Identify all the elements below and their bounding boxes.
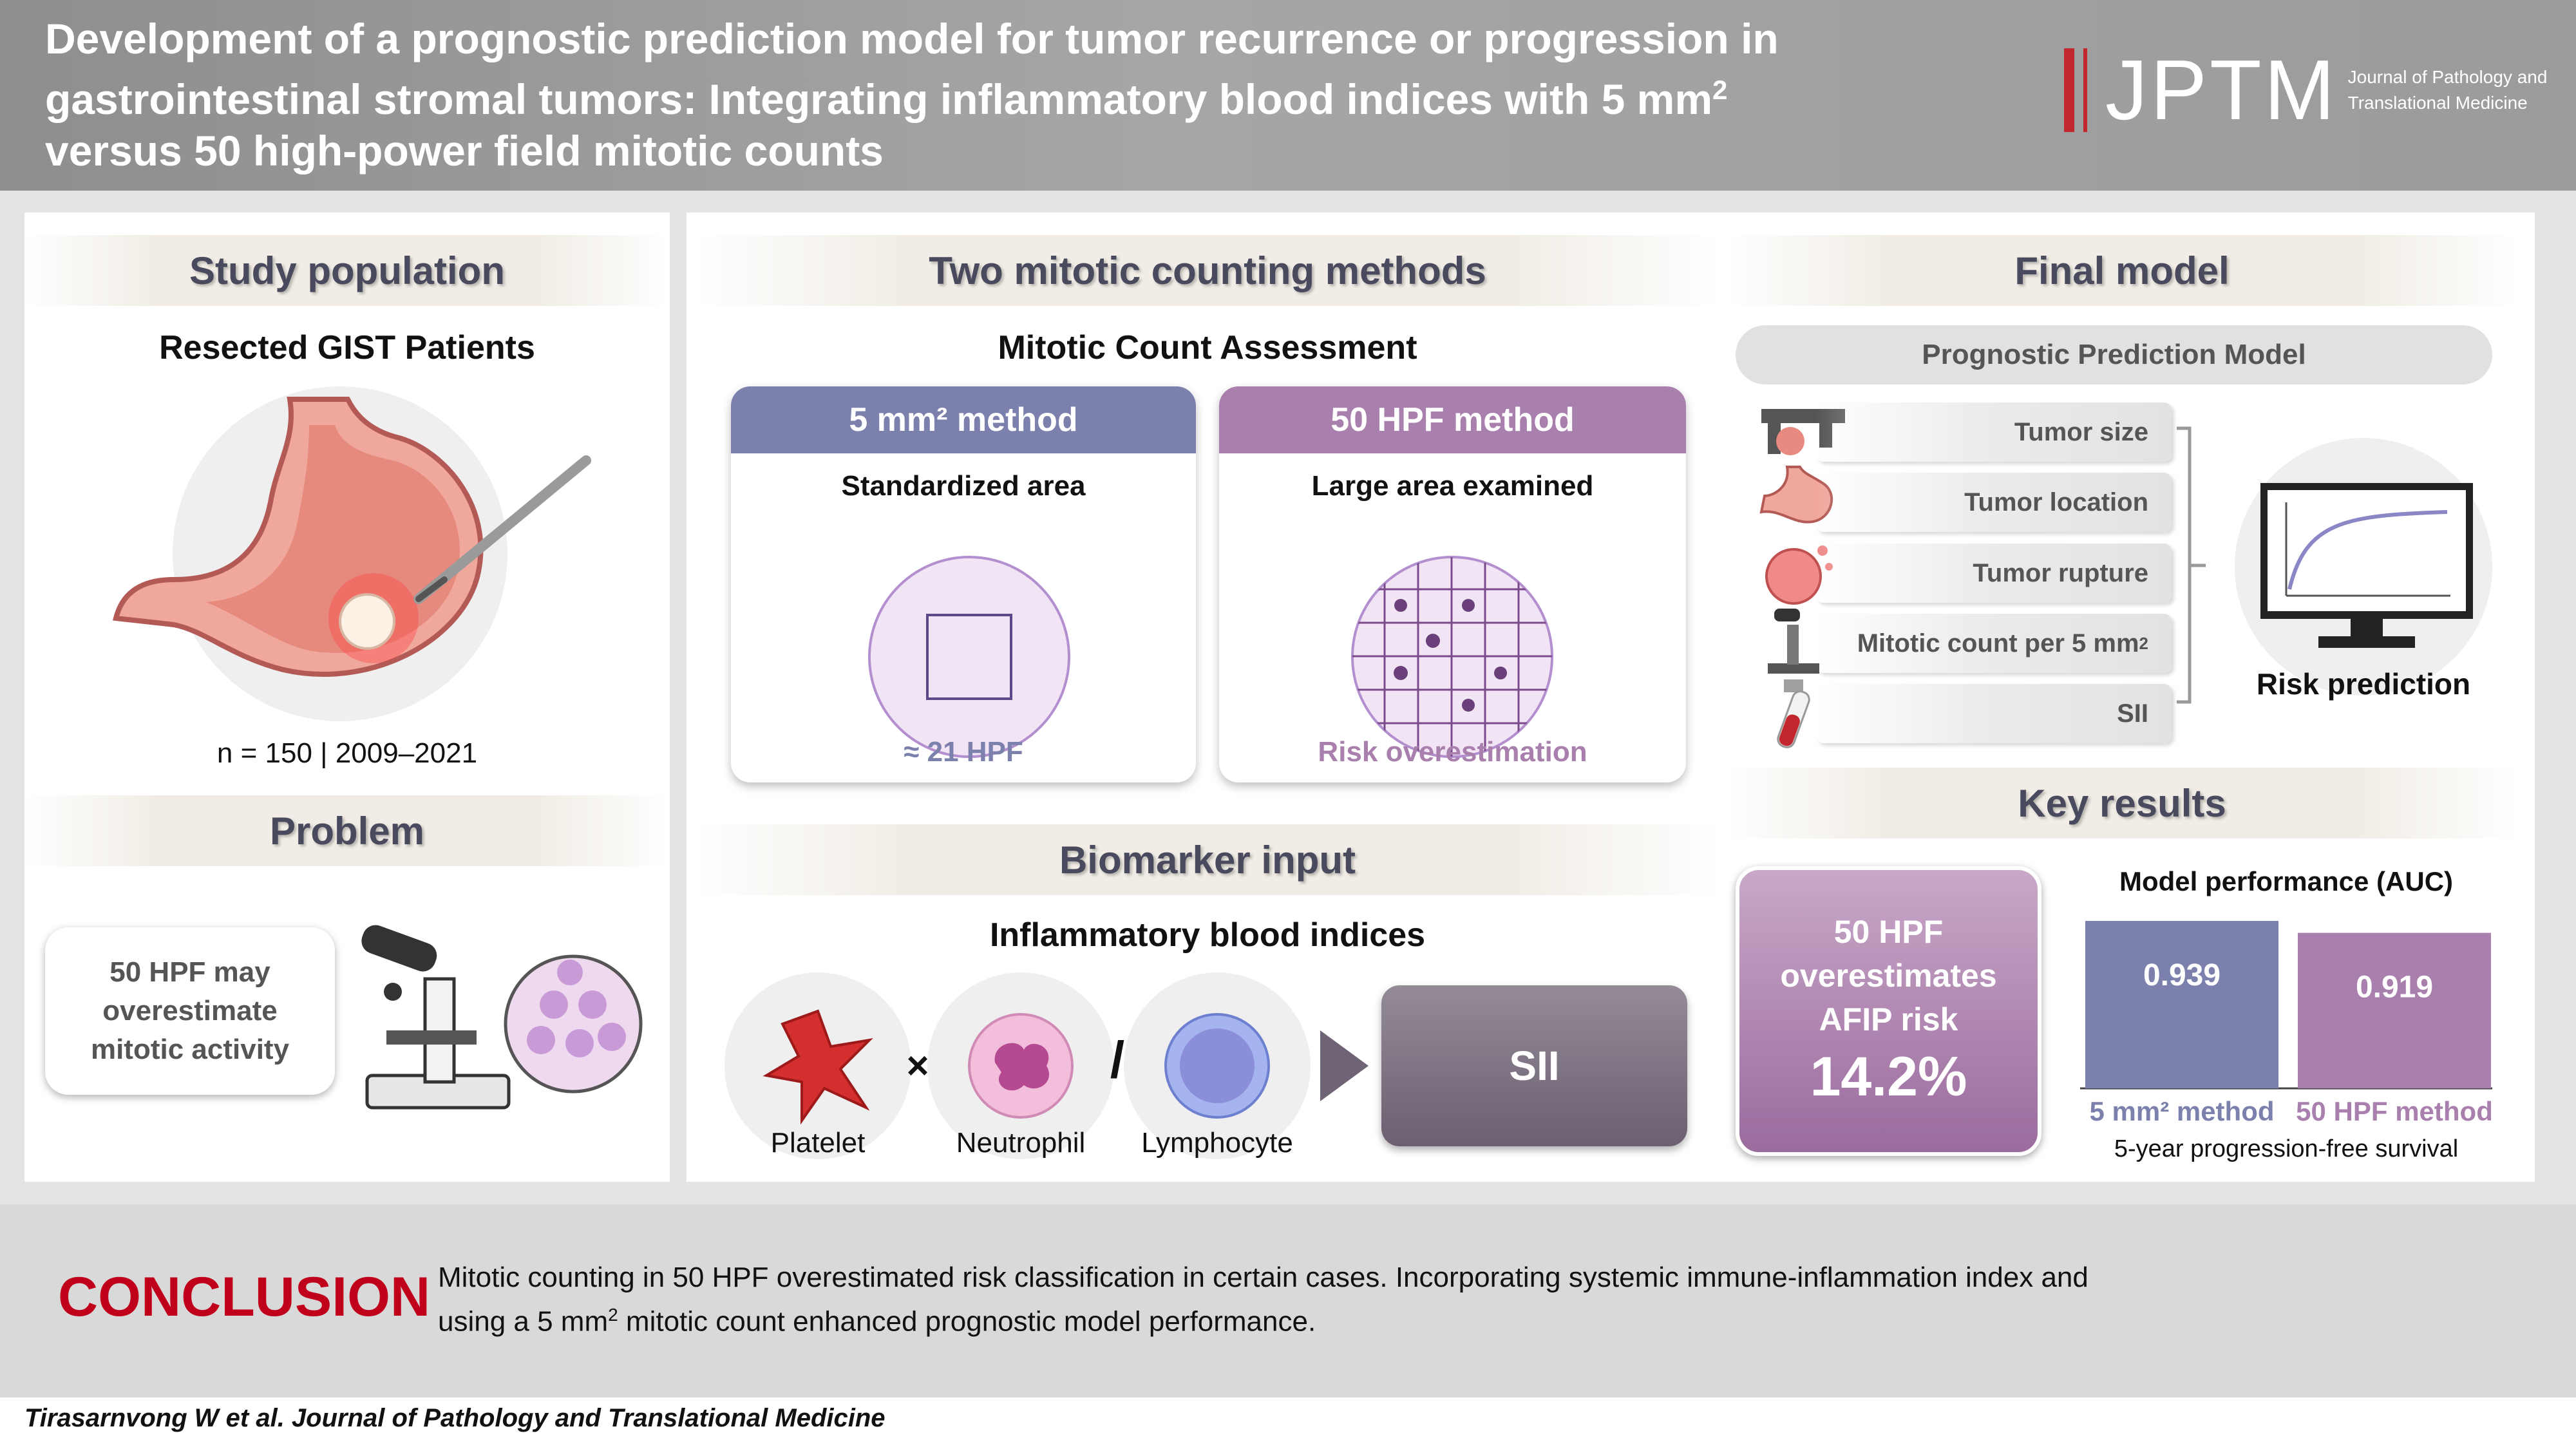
multiply-sign: × (906, 1044, 929, 1087)
risk-prediction-label: Risk prediction (2256, 667, 2471, 701)
logo-bar-thin (2083, 48, 2087, 132)
factor-tumor-size: Tumor size (1816, 402, 2172, 462)
auc-bar-chart: 0.939 5 mm² method 0.919 50 HPF method (2080, 921, 2492, 1126)
method-card-5mm-sub: Standardized area (841, 470, 1086, 502)
method-card-50hpf: 50 HPF method Large area examined Risk o… (1219, 386, 1686, 782)
logo-bar (2064, 48, 2074, 132)
auc-bar (2298, 933, 2491, 1088)
microscope-small-icon (1768, 609, 1819, 674)
auc-value-label: 0.939 (2143, 958, 2221, 992)
chart-caption: 5-year progression-free survival (2114, 1135, 2459, 1162)
model-label-pill: Prognostic Prediction Model (1736, 325, 2492, 384)
lymphocyte-label: Lymphocyte (1141, 1127, 1293, 1159)
journal-name: Journal of Pathology and Translational M… (2347, 67, 2548, 113)
method-card-5mm-footer: ≈ 21 HPF (904, 736, 1023, 768)
platelet-icon (762, 1009, 873, 1125)
citation: Tirasarnvong W et al. Journal of Patholo… (24, 1404, 886, 1432)
sii-result-box: SII (1381, 985, 1687, 1146)
stomach-small-icon (1759, 466, 1833, 524)
study-population-title: Study population (24, 235, 670, 306)
monitor-chart-icon (2260, 483, 2473, 648)
study-subtitle: Resected GIST Patients (159, 329, 535, 366)
zoom-circle-icon (504, 954, 643, 1094)
arrow-right-icon (1320, 1030, 1368, 1101)
header-banner: Development of a prognostic prediction m… (0, 0, 2576, 191)
methods-subtitle: Mitotic Count Assessment (998, 329, 1417, 366)
biomarker-subtitle: Inflammatory blood indices (989, 916, 1426, 954)
logo-text: JPTM (2105, 43, 2338, 137)
stomach-illustration (113, 397, 591, 677)
method-card-50hpf-header: 50 HPF method (1219, 386, 1686, 453)
page-title: Development of a prognostic prediction m… (45, 15, 1779, 175)
blood-tube-icon (1777, 679, 1810, 748)
factor-tumor-rupture: Tumor rupture (1816, 544, 2172, 603)
conclusion-label: CONCLUSION (58, 1266, 431, 1328)
divide-sign: / (1110, 1031, 1125, 1088)
method-card-5mm-header: 5 mm² method (731, 386, 1196, 453)
neutrophil-label: Neutrophil (956, 1127, 1086, 1159)
final-model-title: Final model (1726, 235, 2518, 306)
tumor-icon (339, 593, 395, 650)
tissue-grid-icon (1351, 556, 1553, 758)
factor-tumor-location: Tumor location (1816, 473, 2172, 532)
overestimate-result-box: 50 HPF overestimates AFIP risk 14.2% (1736, 866, 2041, 1156)
problem-speech-bubble: 50 HPF may overestimate mitotic activity (45, 927, 335, 1095)
journal-logo: JPTM Journal of Pathology and Translatio… (2064, 43, 2548, 137)
method-card-5mm: 5 mm² method Standardized area ≈ 21 HPF (731, 386, 1196, 782)
auc-bar (2085, 921, 2278, 1088)
key-results-title: Key results (1726, 768, 2518, 838)
auc-category-label: 50 HPF method (2296, 1096, 2492, 1126)
biomarker-title: Biomarker input (696, 824, 1719, 895)
methods-title: Two mitotic counting methods (696, 235, 1719, 306)
neutrophil-icon (968, 1013, 1074, 1119)
conclusion-banner (0, 1204, 2576, 1397)
platelet-label: Platelet (770, 1127, 866, 1159)
conclusion-text: Mitotic counting in 50 HPF overestimated… (438, 1262, 2088, 1338)
factor-sii: SII (1816, 684, 2172, 743)
scalpel-icon (413, 455, 591, 604)
lymphocyte-icon (1164, 1013, 1270, 1119)
method-card-50hpf-sub: Large area examined (1311, 470, 1594, 502)
tissue-standard-area-icon (868, 556, 1070, 758)
factor-bracket (2177, 426, 2206, 704)
microscope-illustration (361, 925, 643, 1110)
auc-value-label: 0.919 (2356, 971, 2433, 1005)
study-summary: n = 150 | 2009–2021 (216, 737, 478, 769)
method-card-50hpf-footer: Risk overestimation (1318, 736, 1587, 768)
auc-category-label: 5 mm² method (2089, 1096, 2274, 1126)
problem-title: Problem (24, 795, 670, 866)
chart-title: Model performance (AUC) (2119, 866, 2454, 896)
